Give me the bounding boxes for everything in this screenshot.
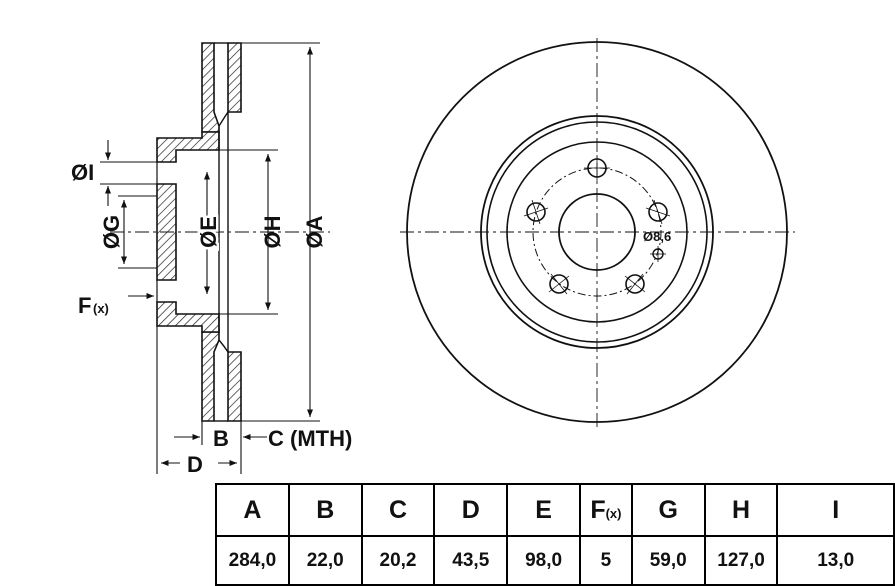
value-b: 22,0 (287, 535, 363, 586)
header-f: F(x) (578, 483, 633, 537)
upper-outer-plate (201, 42, 220, 133)
dim-d-label: D (187, 452, 203, 477)
dim-a-label: ØA (302, 215, 327, 248)
bolt-hole (645, 199, 671, 225)
value-g: 59,0 (630, 535, 706, 586)
locating-hole (650, 246, 666, 262)
hat-top-wall (156, 131, 220, 163)
dim-g-label: ØG (99, 215, 124, 249)
hole-diameter-label: Ø8,6 (643, 229, 671, 244)
value-a: 284,0 (215, 535, 290, 586)
dim-h-label: ØH (260, 216, 285, 249)
value-f: 5 (578, 535, 633, 586)
value-h: 127,0 (703, 535, 779, 586)
header-i: I (776, 483, 895, 537)
value-c: 20,2 (360, 535, 436, 586)
hat-bottom-wall (156, 301, 220, 333)
upper-inner-plate (227, 42, 242, 113)
cross-section-view (110, 42, 330, 422)
header-d: D (433, 483, 509, 537)
bolt-hole (523, 199, 549, 225)
dim-b-label: B (213, 426, 229, 451)
header-f-main: F (590, 495, 606, 524)
table-value-row: 284,0 22,0 20,2 43,5 98,0 5 59,0 127,0 1… (215, 535, 895, 586)
value-i: 13,0 (776, 535, 895, 586)
front-view (400, 38, 795, 428)
dim-f-sub-label: (x) (93, 301, 109, 316)
header-e: E (506, 483, 581, 537)
dim-i-label: ØI (71, 160, 94, 185)
header-b: B (287, 483, 363, 537)
header-a: A (215, 483, 290, 537)
bolt-hole (548, 273, 570, 295)
header-c: C (360, 483, 436, 537)
header-h: H (703, 483, 779, 537)
value-e: 98,0 (506, 535, 581, 586)
dim-c-label: C (MTH) (268, 426, 352, 451)
header-g: G (630, 483, 706, 537)
dim-e-label: ØE (196, 216, 221, 248)
dim-f-label: F (78, 293, 91, 318)
lower-inner-plate (227, 351, 242, 422)
lower-outer-plate (201, 331, 220, 422)
bolt-hole (624, 273, 646, 295)
value-d: 43,5 (433, 535, 509, 586)
spec-table: A B C D E F(x) G H I 284,0 22,0 20,2 43,… (215, 483, 895, 586)
section-dimensions (100, 42, 320, 474)
bolt-hole (584, 155, 610, 181)
header-f-sub: (x) (605, 505, 622, 521)
table-header-row: A B C D E F(x) G H I (215, 483, 895, 537)
